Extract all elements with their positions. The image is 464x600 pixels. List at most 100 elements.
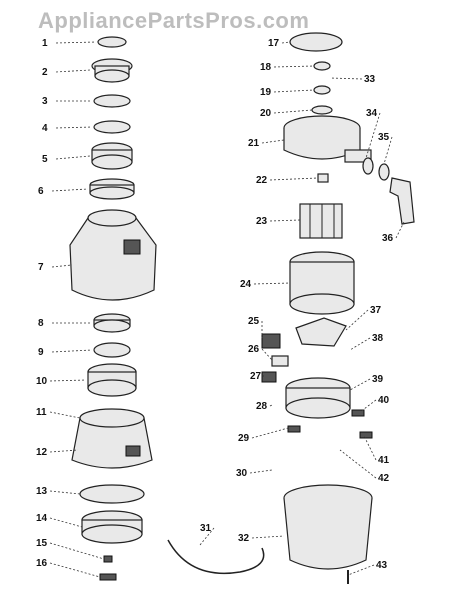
leader-line bbox=[349, 337, 371, 351]
leader-line bbox=[269, 404, 273, 407]
part-6-clamp bbox=[89, 178, 135, 200]
part-1-ring bbox=[97, 36, 127, 48]
part-label: 16 bbox=[36, 558, 48, 569]
part-40-screw bbox=[351, 409, 365, 417]
part-14-ring bbox=[81, 510, 143, 544]
part-label: 10 bbox=[36, 376, 48, 387]
part-label: 14 bbox=[36, 513, 48, 524]
part-27-switch bbox=[261, 371, 277, 383]
leader-line bbox=[251, 427, 289, 439]
leader-line bbox=[49, 542, 105, 560]
leader-line bbox=[49, 490, 81, 495]
part-label: 34 bbox=[366, 108, 378, 119]
part-10-shredder bbox=[87, 363, 137, 397]
part-label: 36 bbox=[382, 233, 394, 244]
part-18-nut bbox=[313, 61, 331, 71]
part-label: 41 bbox=[378, 455, 390, 466]
part-label: 12 bbox=[36, 447, 48, 458]
part-label: 6 bbox=[38, 186, 44, 197]
part-label: 42 bbox=[378, 473, 390, 484]
part-label: 21 bbox=[248, 138, 260, 149]
part-label: 43 bbox=[376, 560, 388, 571]
part-label: 15 bbox=[36, 538, 48, 549]
part-2-flange bbox=[91, 58, 133, 83]
part-4-gasket bbox=[93, 120, 131, 134]
part-label: 39 bbox=[372, 374, 384, 385]
part-17-plate bbox=[289, 32, 343, 52]
part-label: 25 bbox=[248, 316, 260, 327]
part-label: 11 bbox=[36, 407, 47, 418]
part-label: 40 bbox=[378, 395, 390, 406]
part-label: 17 bbox=[268, 38, 280, 49]
part-20-washer bbox=[311, 105, 333, 115]
part-label: 2 bbox=[42, 67, 48, 78]
leader-line bbox=[281, 41, 291, 44]
part-24-stator bbox=[289, 251, 355, 315]
part-label: 33 bbox=[364, 74, 376, 85]
part-label: 35 bbox=[378, 132, 390, 143]
part-7-housing bbox=[69, 209, 157, 301]
leader-line bbox=[383, 136, 393, 165]
part-5-mount-ring bbox=[91, 142, 133, 170]
part-label: 23 bbox=[256, 216, 268, 227]
leader-line bbox=[345, 309, 369, 331]
part-label: 26 bbox=[248, 344, 260, 355]
leader-line bbox=[55, 69, 91, 73]
leader-line bbox=[273, 89, 315, 93]
part-12-grinding-chamber bbox=[71, 408, 153, 469]
leader-line bbox=[251, 535, 285, 539]
part-34-seal bbox=[362, 157, 374, 175]
part-label: 28 bbox=[256, 401, 268, 412]
leader-line bbox=[51, 188, 89, 192]
part-label: 4 bbox=[42, 123, 48, 134]
part-label: 19 bbox=[260, 87, 272, 98]
part-8-ring bbox=[93, 313, 131, 333]
leader-line bbox=[249, 469, 273, 474]
part-label: 1 bbox=[42, 38, 48, 49]
leader-line bbox=[55, 41, 97, 44]
leader-line bbox=[51, 264, 73, 268]
part-label: 30 bbox=[236, 468, 248, 479]
right-part-numbers: 17 18 33 19 20 34 21 35 22 23 36 24 37 2… bbox=[200, 38, 394, 571]
leader-line bbox=[269, 219, 301, 222]
part-26-bracket bbox=[271, 355, 289, 367]
part-label: 27 bbox=[250, 371, 262, 382]
part-23-rotor bbox=[299, 203, 343, 239]
part-13-gasket bbox=[79, 484, 145, 504]
leader-lines bbox=[49, 41, 405, 578]
part-21-upper-housing bbox=[283, 115, 372, 163]
leader-line bbox=[51, 349, 93, 353]
leader-line bbox=[349, 378, 371, 391]
leader-line bbox=[55, 126, 93, 129]
leader-line bbox=[49, 411, 81, 419]
leader-line bbox=[55, 155, 91, 160]
part-label: 31 bbox=[200, 523, 212, 534]
part-35-clamp bbox=[378, 163, 390, 181]
part-36-elbow bbox=[389, 177, 415, 225]
part-label: 3 bbox=[42, 96, 48, 107]
leader-line bbox=[347, 564, 375, 576]
part-label: 22 bbox=[256, 175, 268, 186]
leader-line bbox=[363, 435, 377, 461]
leader-line bbox=[339, 449, 377, 479]
part-label: 29 bbox=[238, 433, 250, 444]
part-label: 9 bbox=[38, 347, 44, 358]
part-31-power-cord bbox=[167, 539, 265, 575]
part-41-terminal bbox=[359, 431, 373, 439]
left-part-numbers: 1 2 3 4 5 6 7 8 9 10 11 12 13 14 15 16 bbox=[36, 38, 48, 569]
part-9-impeller bbox=[93, 342, 131, 358]
leader-line bbox=[273, 109, 313, 114]
part-label: 18 bbox=[260, 62, 272, 73]
leader-line bbox=[273, 65, 315, 68]
part-29-clip bbox=[287, 425, 301, 433]
leader-line bbox=[49, 562, 101, 578]
part-3-gasket bbox=[93, 94, 131, 108]
leader-line bbox=[49, 449, 79, 453]
leader-line bbox=[253, 282, 291, 285]
part-label: 38 bbox=[372, 333, 384, 344]
part-label: 20 bbox=[260, 108, 272, 119]
part-22-bearing bbox=[317, 173, 329, 183]
leader-line bbox=[359, 399, 377, 413]
